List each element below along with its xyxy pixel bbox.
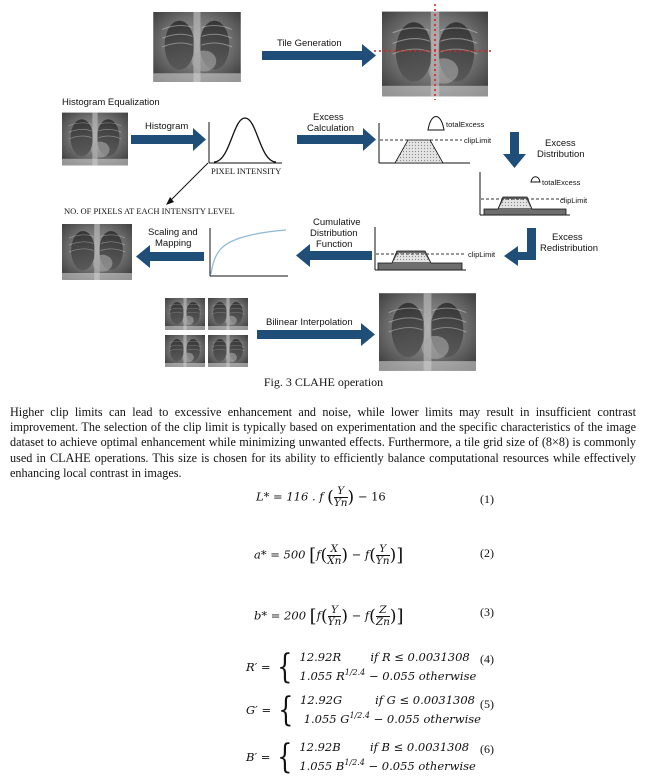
- eq2-num2: Y: [375, 544, 390, 556]
- histogram-arrow: [131, 135, 193, 144]
- chest-xray-scaled: [62, 223, 132, 281]
- chest-xray-input: [153, 12, 241, 82]
- eq6-lhs: B′ =: [246, 749, 271, 764]
- clahe-figure: Tile Generation Histogram Equalization H…: [62, 4, 599, 372]
- tile-bottom-left: [165, 334, 205, 368]
- eq1-num: Y: [333, 486, 348, 498]
- label-cdf-2: Distribution: [310, 228, 358, 239]
- eq5-line1b: if G ≤ 0.0031308: [375, 693, 475, 707]
- label-excess-redist-1: Excess: [552, 232, 583, 243]
- eq4-line2a: 1.055 R: [299, 668, 345, 683]
- label-excess-dist-1: Excess: [545, 138, 576, 149]
- eq2-lhs: a* = 500: [254, 547, 306, 562]
- eq5-exp: 1/2.4: [349, 711, 370, 720]
- eq6-line1b: if B ≤ 0.0031308: [369, 740, 470, 754]
- eq3-num1: Y: [327, 605, 342, 617]
- eq6-line1a: 12.92B: [299, 740, 341, 754]
- scaling-arrow: [150, 252, 204, 261]
- label-excess-calc-1: Excess: [313, 112, 344, 123]
- eq5-lhs: G′ =: [246, 702, 272, 717]
- eq4-line1a: 12.92R: [299, 650, 342, 664]
- eq1-den: Yn: [333, 497, 348, 509]
- eq4-line1b: if R ≤ 0.0031308: [370, 650, 470, 664]
- excess-distribution-arrow: [510, 132, 519, 154]
- chest-xray-histeq: [62, 112, 128, 166]
- label-total-excess-2: totalExcess: [542, 178, 581, 187]
- label-cdf-1: Cumulative: [313, 217, 361, 228]
- eq5-number: (5): [480, 697, 494, 711]
- eq4-exp: 1/2.4: [344, 668, 366, 677]
- eq6-line2a: 1.055 B: [299, 758, 345, 773]
- label-scaling-1: Scaling and: [148, 227, 198, 238]
- eq5-line2a: 1.055 G: [303, 711, 350, 726]
- eq3-num2: Z: [375, 605, 390, 617]
- eq1-tail: − 16: [357, 489, 386, 504]
- tile-bottom-right: [208, 334, 248, 368]
- chest-xray-output: [379, 292, 476, 372]
- eq1-lhs: L* = 116 . f: [256, 489, 324, 504]
- clahe-diagram: [62, 4, 570, 372]
- eq2-den2: Yn: [375, 555, 390, 567]
- bell-curve: [213, 117, 277, 163]
- label-clip-limit-1: clipLimit: [464, 136, 492, 145]
- equation-6: B′ = { 12.92B if B ≤ 0.0031308 1.055 B1/…: [246, 736, 494, 777]
- eq3-number: (3): [480, 605, 494, 619]
- tile-top-left: [165, 297, 205, 331]
- eq2-number: (2): [480, 546, 494, 560]
- eq4-line2b: − 0.055 otherwise: [368, 668, 477, 683]
- eq5-line1a: 12.92G: [300, 693, 343, 707]
- label-excess-redist-2: Redistribution: [540, 243, 599, 254]
- eq3-den2: Zn: [375, 616, 390, 628]
- tile-top-right: [208, 297, 248, 331]
- body-paragraph: Higher clip limits can lead to excessive…: [10, 405, 636, 480]
- total-excess-shape: [427, 116, 445, 131]
- label-scaling-2: Mapping: [155, 238, 192, 249]
- label-total-excess: totalExcess: [446, 120, 485, 129]
- axis-pointer: [167, 162, 209, 204]
- eq2-num1: X: [327, 544, 342, 556]
- eq6-number: (6): [480, 742, 494, 756]
- equation-5: G′ = { 12.92G if G ≤ 0.0031308 1.055 G1/…: [246, 689, 494, 730]
- label-clip-limit-2: clipLimit: [560, 196, 588, 205]
- label-histogram-equalization: Histogram Equalization: [62, 97, 160, 108]
- figure-caption: Fig. 3 CLAHE operation: [263, 375, 384, 389]
- eq3-lhs: b* = 200: [254, 608, 307, 623]
- label-pixel-intensity: PIXEL INTENSITY: [211, 166, 282, 176]
- excess-redistribution-arrow: [527, 228, 536, 252]
- eq4-lhs: R′ =: [246, 659, 271, 674]
- label-clip-limit-3: clipLimit: [468, 250, 496, 259]
- eq2-den1: Xn: [327, 555, 342, 567]
- equation-4: R′ = { 12.92R if R ≤ 0.0031308 1.055 R1/…: [246, 646, 494, 687]
- eq1-number: (1): [480, 492, 494, 506]
- bilinear-arrow: [257, 330, 361, 339]
- label-excess-dist-2: Distribution: [537, 149, 585, 160]
- eq5-line2b: − 0.055 otherwise: [373, 711, 481, 726]
- label-histogram: Histogram: [145, 121, 189, 132]
- cdf-arrow: [310, 251, 372, 260]
- eq3-den1: Yn: [327, 616, 342, 628]
- eq6-exp: 1/2.4: [344, 758, 365, 767]
- label-excess-calc-2: Calculation: [307, 123, 354, 134]
- label-bilinear: Bilinear Interpolation: [266, 317, 353, 328]
- cdf-curve: [210, 229, 287, 275]
- tile-generation-arrow: [262, 51, 362, 60]
- label-no-of-pixels: NO. OF PIXELS AT EACH INTENSITY LEVEL: [64, 206, 235, 216]
- label-cdf-3: Function: [316, 239, 353, 250]
- excess-calculation-arrow: [297, 135, 363, 144]
- eq4-number: (4): [480, 652, 494, 666]
- label-tile-generation: Tile Generation: [277, 38, 342, 49]
- eq6-line2b: − 0.055 otherwise: [368, 758, 476, 773]
